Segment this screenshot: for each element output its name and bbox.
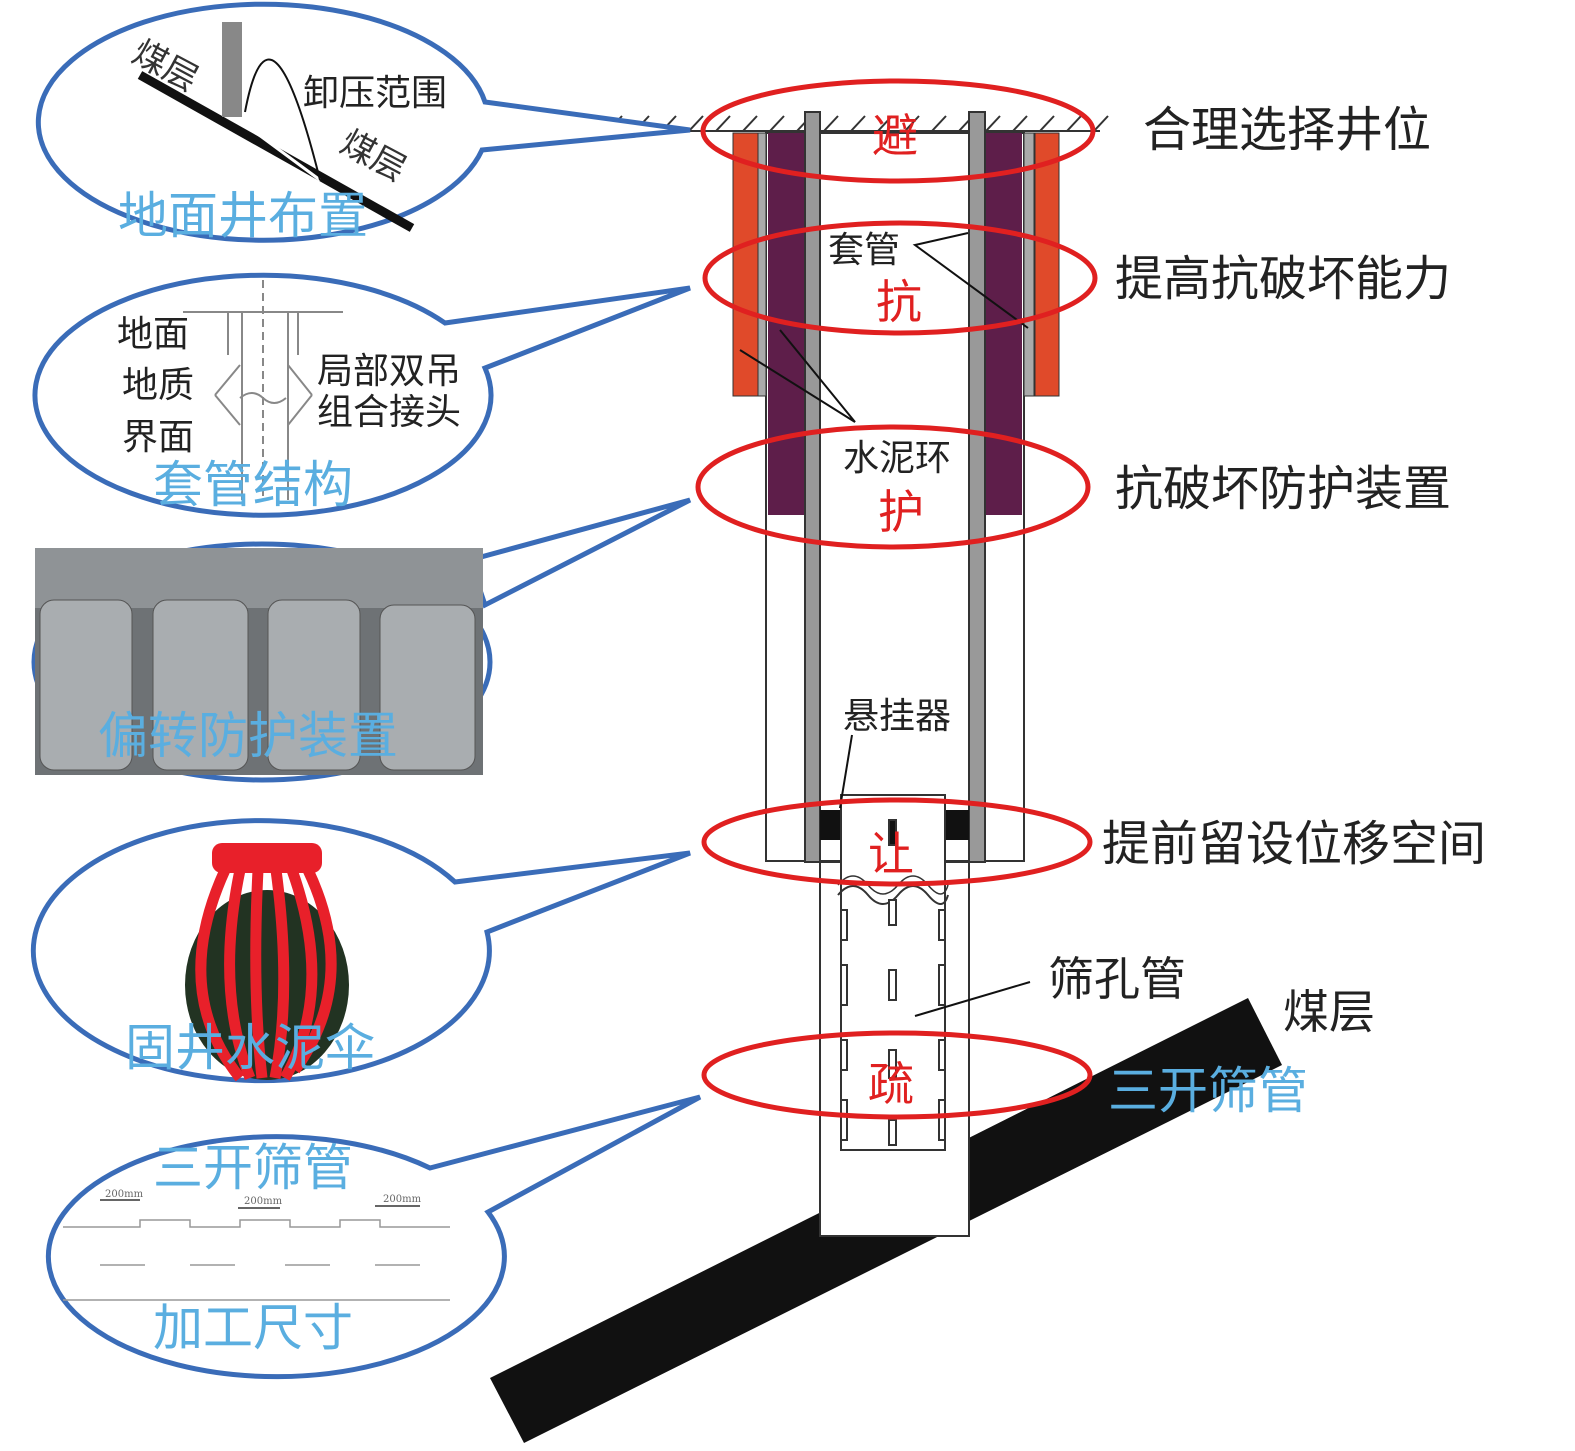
dim-label: 200mm [105,1189,144,1200]
protection-right [1034,132,1060,397]
right-label-protection: 抗破坏防护装置 [1115,461,1451,517]
right-label-space: 提前留设位移空间 [1102,816,1486,872]
relief-range-label: 卸压范围 [303,73,447,114]
third-screen-label: 三开筛管 [1108,1062,1308,1120]
ground-hatch [877,115,893,132]
inner-casing-right [968,111,986,863]
casing-structure-sketch [183,280,343,500]
callout-title: 加工尺寸 [153,1299,353,1357]
deflection-device-photo [35,548,483,775]
red-markers [695,78,1098,1120]
ground-hatch [850,115,866,132]
coal-label: 煤层 [1283,985,1375,1039]
geo-label: 地质 [122,365,194,406]
callout-title: 套管结构 [153,456,353,514]
callout-title: 偏转防护装置 [98,707,398,765]
surface-well-sketch [137,22,415,232]
screen-drawing [63,1199,450,1301]
screen-pipe-label: 筛孔管 [1048,952,1186,1006]
cement-ring-label: 水泥环 [843,438,951,479]
joint-label: 局部双吊 [317,351,461,392]
inner-casing-left [804,111,821,863]
ground-hatch [823,115,839,132]
hanger-left [820,810,842,840]
marker-protect: 护 [878,485,924,539]
ground-hatch [1066,115,1082,132]
dim-label: 200mm [244,1196,283,1207]
ground-hatch [1039,115,1055,132]
right-label-site: 合理选择井位 [1143,102,1431,158]
leader-lines [739,232,1031,1017]
joint-label: 组合接头 [317,392,461,433]
right-label-resistance: 提高抗破坏能力 [1115,251,1451,307]
cement-umbrella-image [185,843,349,1082]
ground-label: 地面 [117,314,189,355]
marker-drain: 疏 [868,1057,914,1111]
ground-hatch [769,115,785,132]
ground-hatch [1012,115,1028,132]
dim-label: 200mm [383,1194,422,1205]
interface-label: 界面 [122,417,194,458]
screen-pipe [840,794,946,1151]
ground-hatch [985,115,1001,132]
ground-hatch [742,115,758,132]
casing-label: 套管 [828,230,900,271]
hanger-label: 悬挂器 [843,696,951,737]
ground-hatch [931,115,947,132]
protection-left [732,132,759,397]
ground-hatch [715,115,731,132]
ground-hatch [1093,115,1109,132]
marker-avoid: 避 [872,109,918,163]
ground-hatch [904,115,920,132]
marker-yield: 让 [868,827,914,881]
hanger-right [945,810,969,840]
ground-hatch [688,115,704,132]
marker-resist: 抗 [876,275,922,329]
screen-slots [840,819,946,1146]
callout-title: 固井水泥伞 [125,1019,375,1077]
callout-title: 三开筛管 [153,1139,353,1197]
callout-title: 地面井布置 [118,187,368,245]
